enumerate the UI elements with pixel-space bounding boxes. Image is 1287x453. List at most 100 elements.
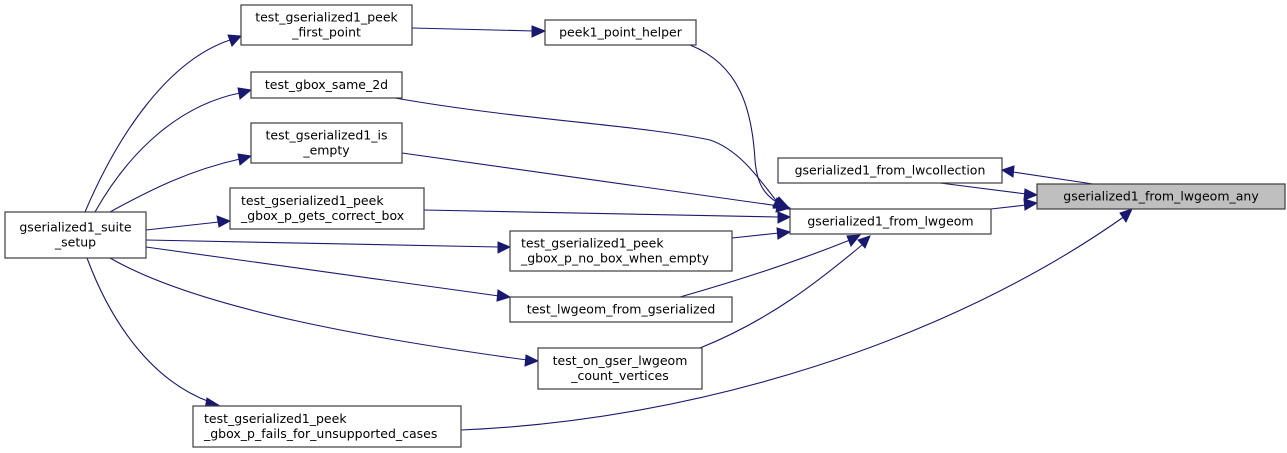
- node-label: test_lwgeom_from_gserialized: [527, 302, 716, 317]
- arrowhead-icon: [496, 289, 512, 302]
- node-box[interactable]: [1036, 183, 1286, 210]
- node-box[interactable]: [537, 347, 703, 390]
- node-lwgeom-from-gserialized[interactable]: test_lwgeom_from_gserialized: [509, 296, 733, 323]
- node-label: _gbox_p_no_box_when_empty: [520, 251, 710, 266]
- node-box[interactable]: [250, 71, 403, 99]
- node-peek-first-point[interactable]: test_gserialized1_peek_first_point: [240, 4, 413, 46]
- edge-is_empty-to-from_lwgeom: [401, 152, 792, 213]
- node-no-box-when-empty[interactable]: test_gserialized1_peek_gbox_p_no_box_whe…: [509, 230, 733, 272]
- edge-line: [990, 204, 1027, 210]
- arrowhead-icon: [776, 227, 792, 240]
- edge-from_lwcollection-to-from_lwgeom_any: [939, 182, 1039, 201]
- arrowhead-icon: [857, 235, 871, 249]
- node-box[interactable]: [192, 405, 462, 448]
- node-box[interactable]: [789, 208, 992, 235]
- node-label: test_gserialized1_peek: [255, 10, 398, 25]
- node-box[interactable]: [544, 19, 697, 46]
- edge-line: [109, 257, 528, 361]
- node-count-vertices[interactable]: test_on_gser_lwgeom_count_vertices: [537, 347, 703, 390]
- edge-line: [145, 221, 220, 231]
- arrowhead-icon: [1000, 165, 1015, 178]
- arrowhead-icon: [524, 354, 540, 367]
- node-box[interactable]: [509, 296, 733, 323]
- node-label: _gbox_p_gets_correct_box: [240, 208, 404, 223]
- edge-line: [689, 44, 779, 204]
- edge-suite_setup-to-no_box_when_empty: [145, 239, 512, 254]
- node-gets-correct-box[interactable]: test_gserialized1_peek_gbox_p_gets_corre…: [229, 187, 425, 230]
- node-box[interactable]: [4, 211, 147, 259]
- node-gbox-same-2d[interactable]: test_gbox_same_2d: [250, 71, 403, 99]
- arrowhead-icon: [237, 87, 253, 100]
- node-box[interactable]: [509, 230, 733, 272]
- node-label: _setup: [54, 235, 96, 250]
- node-fails-unsupported[interactable]: test_gserialized1_peek_gbox_p_fails_for_…: [192, 405, 462, 448]
- node-from-lwgeom[interactable]: gserialized1_from_lwgeom: [789, 208, 992, 235]
- edge-no_box_when_empty-to-from_lwgeom: [731, 227, 792, 240]
- edge-line: [411, 27, 535, 32]
- edge-suite_setup-to-is_empty: [109, 153, 253, 213]
- edge-line: [84, 39, 231, 213]
- arrowhead-icon: [497, 241, 512, 254]
- arrowhead-icon: [237, 153, 253, 166]
- edge-line: [109, 158, 241, 213]
- node-peek1-point-helper[interactable]: peek1_point_helper: [544, 19, 697, 46]
- edge-peek1_point_helper-to-from_lwgeom: [689, 44, 792, 210]
- node-box[interactable]: [777, 157, 1003, 184]
- edge-suite_setup-to-lwgeom_from_gserialized: [145, 246, 512, 302]
- node-box[interactable]: [229, 187, 425, 230]
- nodes-layer: gserialized1_suite_setup test_gserialized…: [4, 4, 1286, 448]
- node-label: gserialized1_from_lwgeom_any: [1063, 189, 1259, 204]
- node-label: test_gserialized1_peek: [521, 236, 664, 251]
- arrowhead-icon: [216, 215, 232, 228]
- edge-line: [145, 246, 500, 297]
- node-from-lwcollection[interactable]: gserialized1_from_lwcollection: [777, 157, 1003, 184]
- node-label: test_gserialized1_peek: [204, 411, 347, 426]
- edge-line: [699, 244, 863, 349]
- edge-lwgeom_from_gserialized-to-from_lwgeom: [679, 234, 862, 298]
- node-label: _gbox_p_fails_for_unsupported_cases: [203, 426, 437, 441]
- arrowhead-icon: [846, 234, 862, 247]
- edge-suite_setup-to-count_vertices: [109, 257, 540, 367]
- node-box[interactable]: [250, 122, 403, 164]
- node-label: _empty: [302, 143, 350, 158]
- arrowhead-icon: [777, 211, 792, 224]
- edge-line: [86, 257, 211, 403]
- edge-gets_correct_box-to-from_lwgeom: [423, 209, 792, 224]
- edge-line: [731, 232, 780, 239]
- node-is-empty[interactable]: test_gserialized1_is_empty: [250, 122, 403, 164]
- edge-gbox_same_2d-to-from_lwgeom: [394, 97, 792, 210]
- edge-count_vertices-to-from_lwgeom: [699, 235, 871, 349]
- edge-line: [145, 239, 500, 248]
- edge-suite_setup-to-gets_correct_box: [145, 215, 232, 231]
- edge-line: [460, 215, 1126, 431]
- edge-line: [679, 239, 851, 298]
- edge-from_lwgeom_any-to-from_lwcollection: [1000, 165, 1094, 185]
- arrowhead-icon: [1119, 208, 1133, 224]
- node-label: test_gbox_same_2d: [265, 77, 388, 92]
- edge-from_lwgeom-to-from_lwgeom_any: [990, 198, 1039, 211]
- node-label: _first_point: [291, 25, 361, 40]
- edge-line: [1012, 171, 1094, 185]
- edge-peek_first_point-to-peek1_point_helper: [411, 25, 547, 38]
- edge-line: [401, 152, 780, 207]
- node-label: gserialized1_from_lwgeom: [807, 214, 973, 229]
- arrowhead-icon: [531, 25, 547, 38]
- edge-line: [423, 209, 780, 218]
- node-suite-setup[interactable]: gserialized1_suite_setup: [4, 211, 147, 259]
- node-from-lwgeom-any[interactable]: gserialized1_from_lwgeom_any: [1036, 183, 1286, 210]
- edge-line: [94, 92, 241, 213]
- edge-line: [394, 97, 779, 204]
- edge-line: [939, 182, 1027, 195]
- node-label: test_on_gser_lwgeom: [553, 353, 688, 368]
- arrowhead-icon: [227, 34, 243, 47]
- node-label: gserialized1_suite: [19, 220, 132, 235]
- arrowhead-icon: [1023, 188, 1039, 201]
- edge-suite_setup-to-gbox_same_2d: [94, 87, 253, 213]
- arrowhead-icon: [775, 200, 792, 213]
- edge-suite_setup-to-fails_unsupported: [86, 257, 222, 410]
- node-label: peek1_point_helper: [559, 25, 683, 40]
- edge-fails_unsupported-to-from_lwgeom_any: [460, 208, 1133, 431]
- node-box[interactable]: [240, 4, 413, 46]
- node-label: test_gserialized1_peek: [241, 193, 384, 208]
